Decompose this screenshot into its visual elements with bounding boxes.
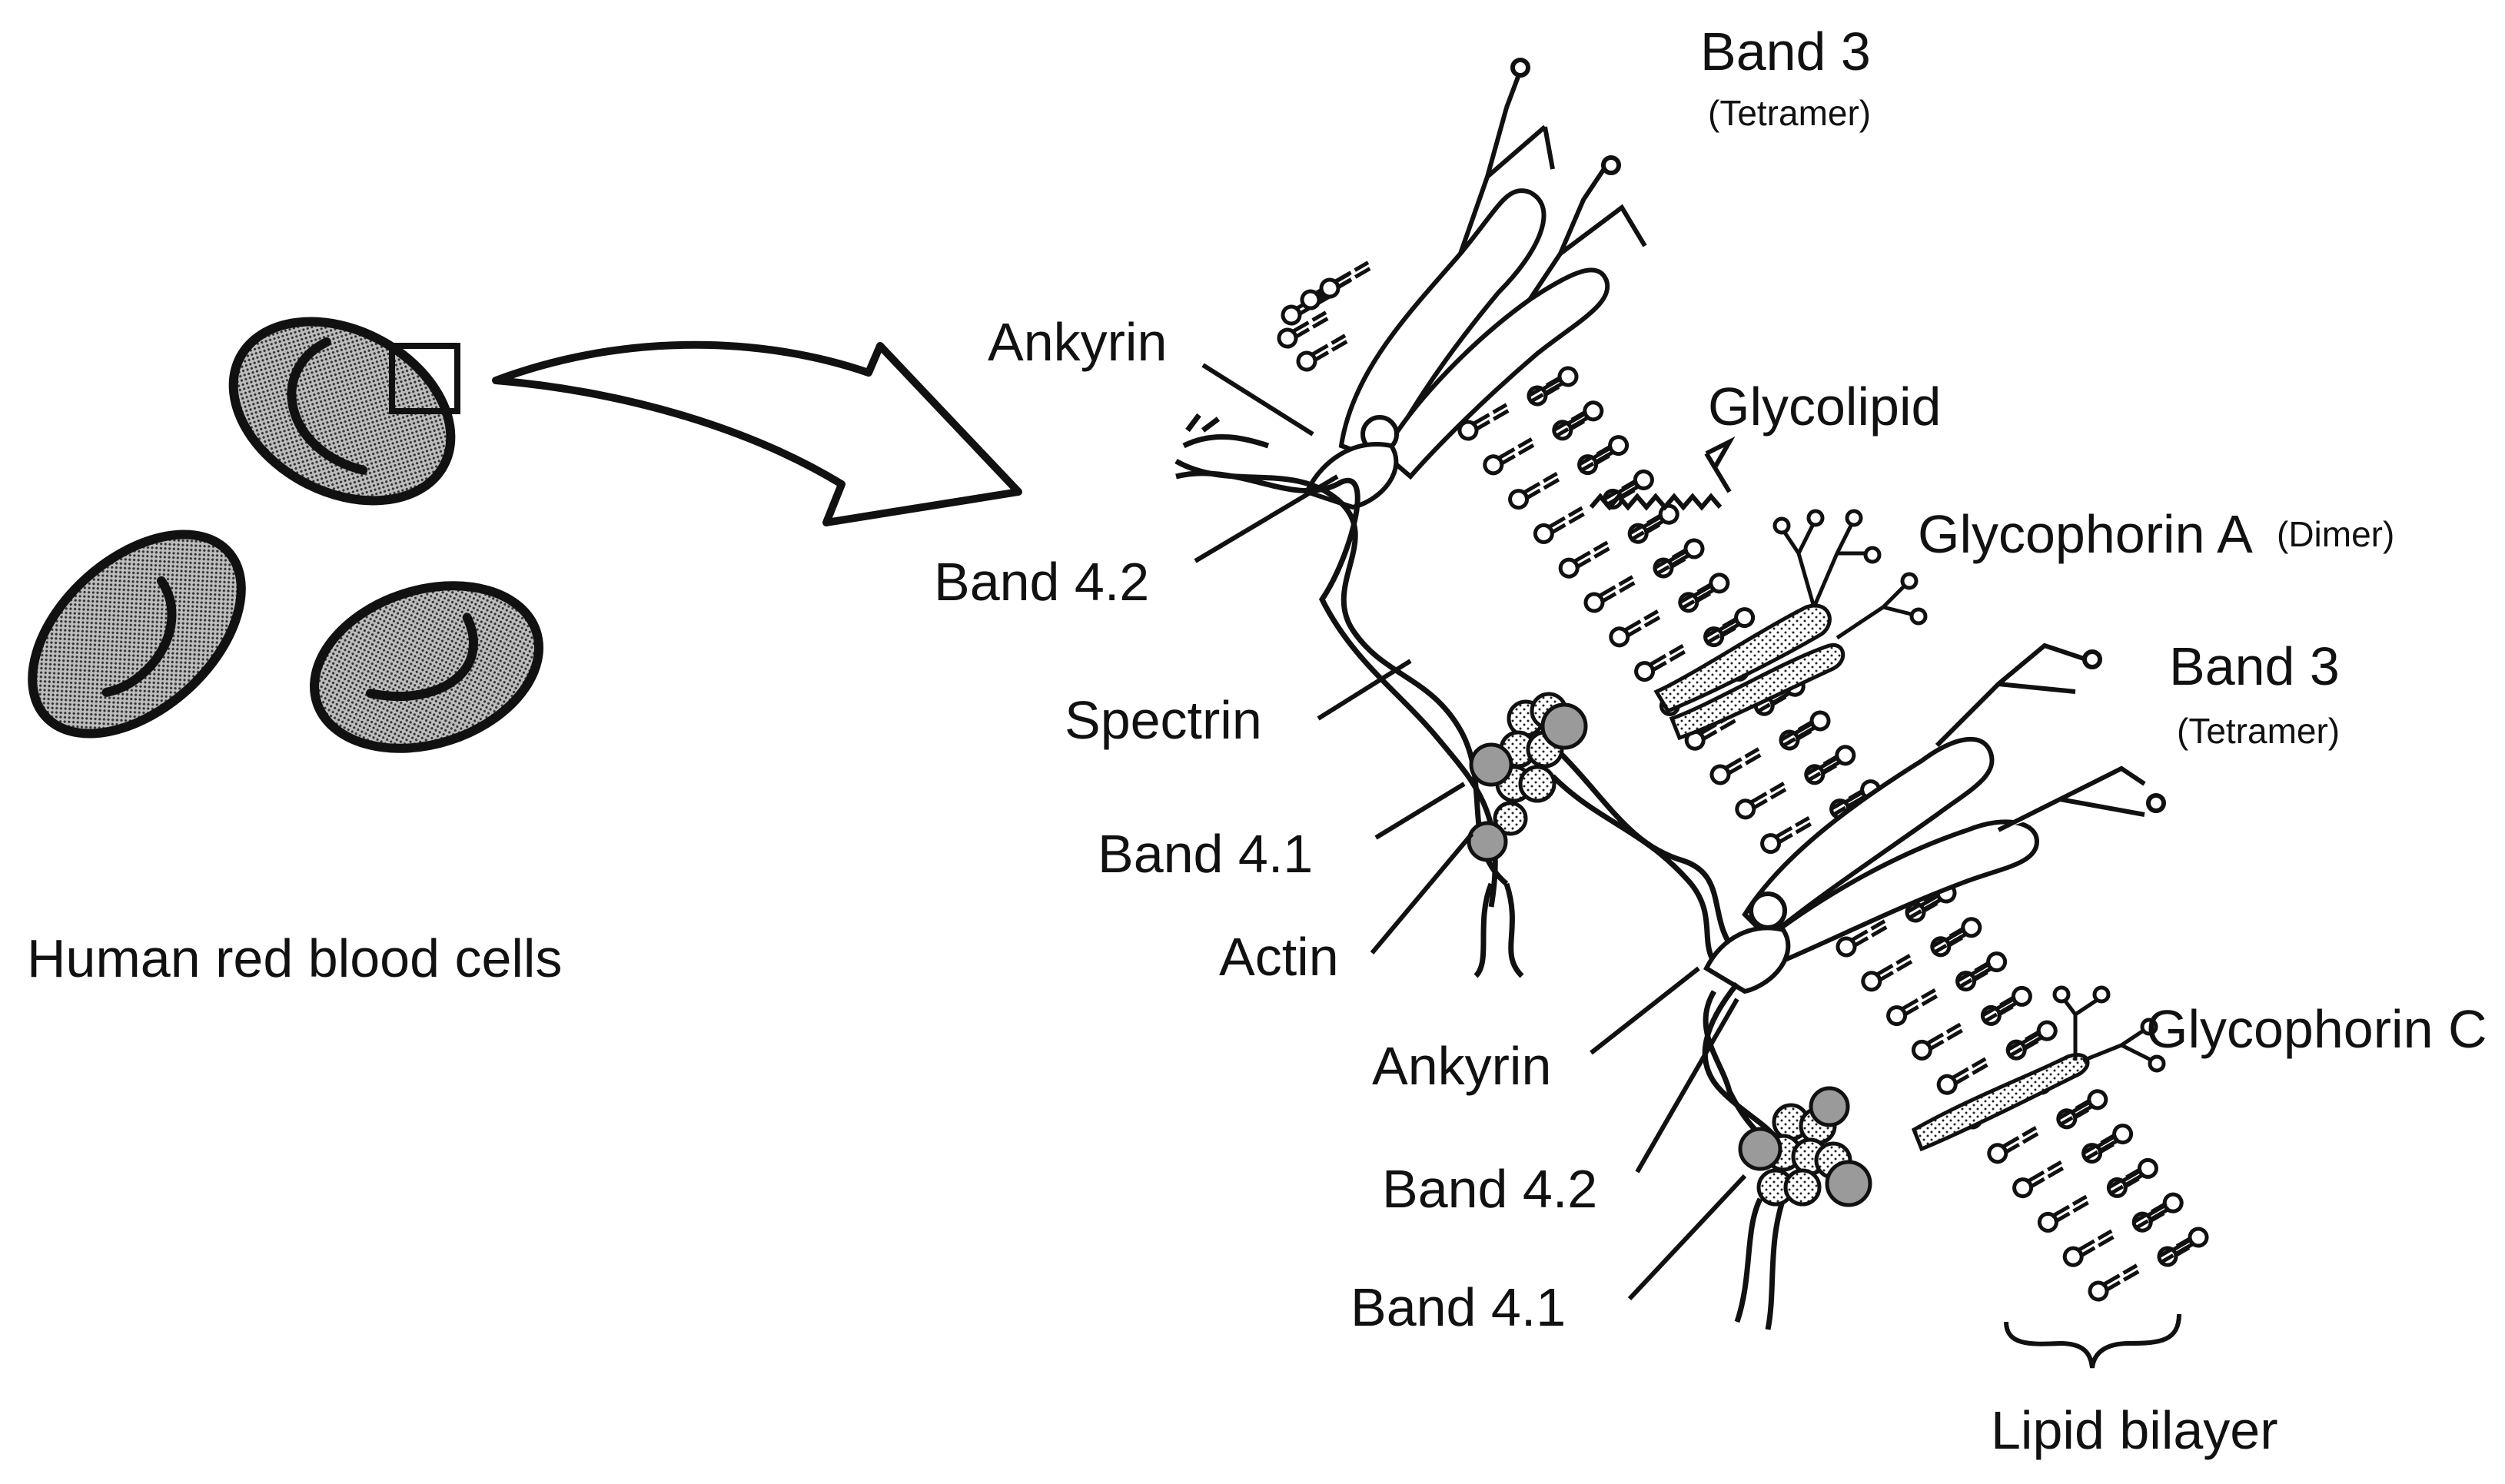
label-spectrin: Spectrin [1065,690,1262,750]
lipid-molecule [1836,919,1888,958]
label-glycolipid: Glycolipid [1708,377,1942,437]
lipid-molecule [2081,1124,2134,1162]
lipid-molecule [2088,1263,2140,1302]
rbc-top [228,317,456,506]
label-glycophorin-a: Glycophorin A [1918,504,2253,564]
lipid-molecule [1980,985,2032,1024]
lipid-molecule [2157,1227,2209,1265]
label-dimer: (Dimer) [2277,514,2395,554]
label-tetramer-top: (Tetramer) [1708,93,1872,133]
label-actin: Actin [1219,927,1339,987]
lipid-molecule [1483,437,1535,476]
lipid-molecule [2131,1192,2184,1230]
label-ankyrin-bottom: Ankyrin [1372,1036,1552,1096]
lipid-molecule [1861,954,1913,992]
lipid-molecule [1508,471,1560,510]
lipid-molecule [2037,1194,2089,1233]
glycolipid-drawing [1589,436,1736,511]
spectrin-middle-drawing [1550,751,1739,978]
leader-lines [1194,363,1747,1301]
spectrin-top-drawing [1174,413,1524,978]
lipid-bilayer-brace [2004,1313,2181,1369]
lipid-bilayer-drawing [1277,261,2209,1302]
lipid-molecule [1886,988,1939,1027]
lipid-molecule [1678,573,1730,611]
label-lipid-bilayer: Lipid bilayer [1991,1400,2278,1460]
lipid-molecule [1930,917,1982,955]
lipid-molecule [1955,951,2008,990]
lipid-molecule [1552,400,1604,439]
lipid-molecule [1609,609,1661,648]
lipid-molecule [2012,1160,2065,1199]
red-blood-cells [28,317,543,753]
label-band42-bottom: Band 4.2 [1382,1159,1598,1219]
lipid-molecule [1319,261,1371,299]
glycophorin-a-drawing [1653,509,1928,741]
glycophorin-c-drawing [1911,985,2166,1152]
label-human-rbc: Human red blood cells [27,928,563,988]
lipid-molecule [2005,1020,2058,1058]
lipid-molecule [2062,1229,2115,1267]
lipid-molecule [1577,435,1630,473]
label-tetramer-mid: (Tetramer) [2177,711,2341,751]
lipid-molecule [2056,1089,2108,1127]
label-band41-top: Band 4.1 [1098,824,1314,884]
label-band41-bottom: Band 4.1 [1351,1277,1566,1337]
lipid-molecule [1653,538,1705,576]
junction-bottom-drawing [1738,1086,1872,1207]
lipid-molecule [1277,310,1329,349]
label-ankyrin-top: Ankyrin [988,312,1168,372]
lipid-molecule [1760,815,1812,855]
rbc-left [28,530,246,739]
lipid-molecule [1703,607,1756,646]
lipid-molecule [1709,747,1762,785]
lipid-molecule [1558,540,1610,579]
lipid-molecule [1457,403,1510,441]
lipid-molecule [1634,643,1686,682]
label-band42-top: Band 4.2 [934,552,1150,612]
rbc-right [310,581,543,753]
lipid-molecule [1583,575,1636,613]
lipid-molecule [1804,745,1856,783]
zoom-box [389,343,460,414]
lipid-molecule [2106,1157,2158,1197]
band3-top-drawing [1303,58,1647,510]
lipid-molecule [1936,1057,1988,1095]
label-band3-mid: Band 3 [2169,636,2340,696]
band3-mid-drawing [1703,642,2166,994]
junction-top-drawing [1467,692,1588,862]
label-band3-top: Band 3 [1700,22,1871,81]
lipid-molecule [1911,1022,1963,1061]
zoom-arrow [492,340,1022,526]
lipid-molecule [1735,782,1787,820]
label-glycophorin-c: Glycophorin C [2146,999,2487,1059]
lipid-molecule [1296,334,1348,372]
lipid-molecule [1779,710,1831,749]
lipid-molecule [1527,366,1579,404]
lipid-molecule [1987,1126,2039,1164]
lipid-molecule [1533,506,1585,544]
